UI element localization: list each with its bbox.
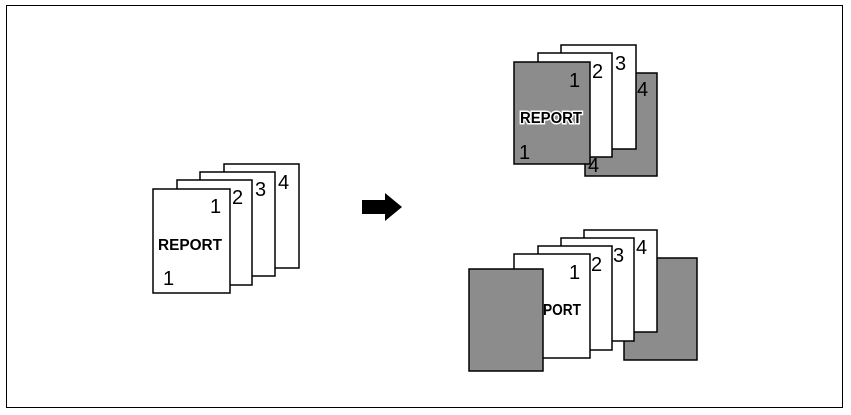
right-arrow-icon [362, 193, 402, 221]
output-b-page-3-number: 3 [613, 245, 624, 267]
original-cover-number: 1 [163, 268, 174, 290]
output-b-page-2-number: 2 [591, 254, 602, 276]
output-page-3-number: 3 [615, 53, 626, 75]
output-b-page-4-number: 4 [636, 237, 647, 259]
front-cover-number: 1 [519, 142, 530, 164]
output-page-2-number: 2 [592, 61, 603, 83]
original-stack: 4 3 2 1 REPORT 1 [152, 163, 300, 294]
blank-front-cover [468, 268, 544, 372]
back-cover-number: 4 [637, 79, 648, 101]
output-b-page-1-number: 1 [569, 262, 580, 284]
output-stack-cover-front-back: 4 4 3 2 1 REPORT 1 [513, 44, 658, 177]
original-page-2-number: 2 [232, 187, 243, 209]
original-page-1 [152, 188, 231, 294]
front-cover-title: REPORT [520, 110, 582, 127]
output-stack-blank-covers: 4 3 2 1 PORT [468, 229, 698, 372]
back-cover-bottom-number: 4 [588, 155, 599, 177]
front-cover-page [513, 61, 591, 165]
front-cover-page-number: 1 [569, 70, 580, 92]
original-page-3-number: 3 [255, 179, 266, 201]
original-page-1-number: 1 [210, 196, 221, 218]
diagram-frame [6, 5, 843, 408]
original-cover-title: REPORT [158, 237, 222, 254]
output-b-partial-title: PORT [543, 302, 581, 319]
original-page-4-number: 4 [278, 172, 289, 194]
